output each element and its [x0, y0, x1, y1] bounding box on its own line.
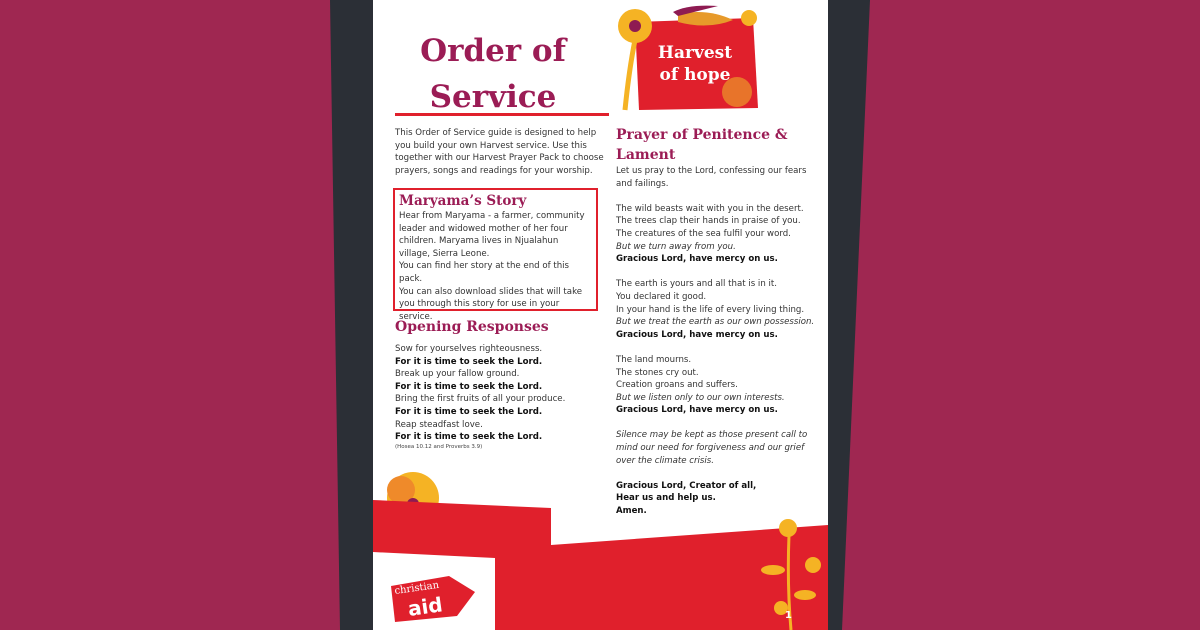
story-line: You can also download slides that will t…	[399, 286, 583, 322]
prayer-line: But we listen only to our own interests.	[616, 392, 785, 403]
response-line: For it is time to seek the Lord.	[395, 406, 543, 417]
flower-stem-icon	[761, 519, 821, 630]
closing-line: Amen.	[616, 506, 647, 517]
response-line: Bring the first fruits of all your produ…	[395, 394, 566, 405]
prayer-response: Gracious Lord, have mercy on us.	[616, 405, 778, 416]
harvest-of-hope-logo: Harvest of hope	[618, 5, 758, 111]
prayer-line: Creation groans and suffers.	[616, 380, 738, 391]
prayer-heading: Prayer of Penitence & Lament	[616, 127, 788, 163]
svg-text:Harvest: Harvest	[658, 43, 732, 63]
story-box: Maryama’s Story Hear from Maryama - a fa…	[393, 188, 598, 322]
footer-graphic	[373, 472, 828, 630]
prayer-line: The earth is yours and all that is in it…	[616, 279, 777, 290]
closing-line: Gracious Lord, Creator of all,	[616, 480, 757, 491]
closing-line: Hear us and help us.	[616, 493, 716, 504]
response-line: For it is time to seek the Lord.	[395, 356, 543, 367]
prayer-intro: Let us pray to the Lord, confessing our …	[616, 166, 807, 189]
silence-note: Silence may be kept as those present cal…	[616, 430, 808, 466]
opening-responses: Opening Responses Sow for yourselves rig…	[395, 317, 610, 450]
prayer-line: The wild beasts wait with you in the des…	[616, 203, 804, 214]
page-number: 1	[785, 610, 792, 621]
opening-heading: Opening Responses	[395, 319, 549, 335]
svg-text:of hope: of hope	[660, 65, 731, 85]
christian-aid-logo: christian aid	[391, 576, 475, 622]
response-line: Reap steadfast love.	[395, 419, 483, 430]
prayer-response: Gracious Lord, have mercy on us.	[616, 254, 778, 265]
svg-text:aid: aid	[406, 592, 444, 621]
citation: (Hosea 10.12 and Proverbs 3.9)	[395, 443, 483, 450]
prayer-line: The stones cry out.	[616, 367, 699, 378]
response-line: Sow for yourselves righteousness.	[395, 344, 543, 354]
response-line: Break up your fallow ground.	[395, 369, 520, 380]
story-line: Hear from Maryama - a farmer, community …	[399, 211, 585, 259]
prayer-line: You declared it good.	[616, 291, 707, 302]
prayer-section: Prayer of Penitence & Lament Let us pray…	[616, 125, 816, 518]
prayer-line: The trees clap their hands in praise of …	[616, 216, 801, 227]
title-divider	[395, 113, 609, 116]
prayer-line: But we treat the earth as our own posses…	[616, 317, 815, 328]
prayer-response: Gracious Lord, have mercy on us.	[616, 329, 778, 340]
story-heading: Maryama’s Story	[399, 193, 527, 209]
prayer-line: The land mourns.	[616, 354, 692, 365]
prayer-line: The creatures of the sea fulfil your wor…	[616, 228, 791, 239]
intro-text: This Order of Service guide is designed …	[395, 128, 604, 176]
response-line: For it is time to seek the Lord.	[395, 432, 543, 443]
prayer-line: But we turn away from you.	[616, 241, 736, 252]
prayer-line: In your hand is the life of every living…	[616, 304, 805, 315]
story-line: You can find her story at the end of thi…	[399, 261, 570, 284]
response-line: For it is time to seek the Lord.	[395, 381, 543, 392]
